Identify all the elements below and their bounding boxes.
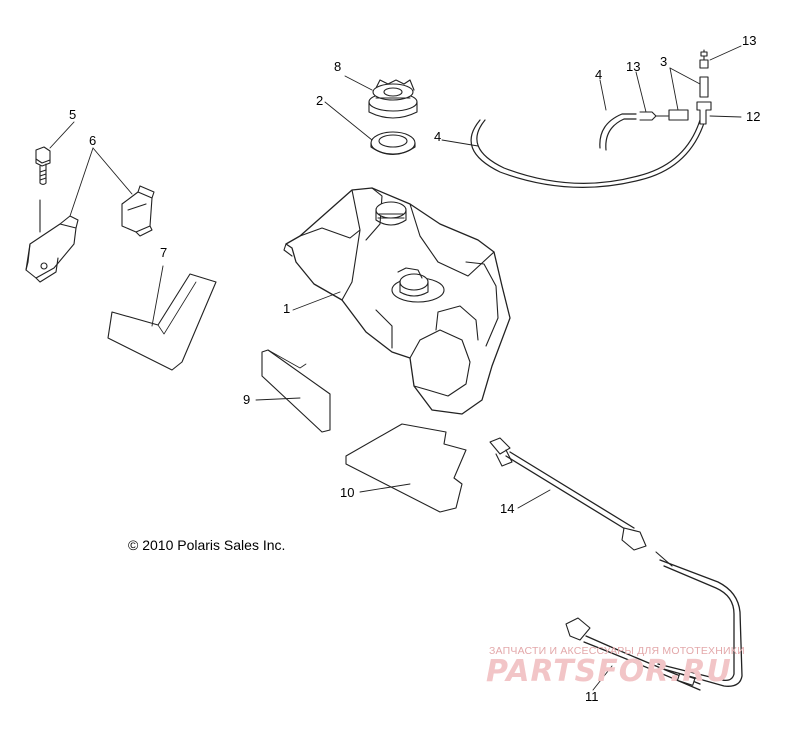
callout-1: 1: [283, 301, 291, 316]
callout-3: 3: [660, 54, 668, 69]
bracket-right-part: [121, 185, 155, 237]
callout-14: 14: [500, 501, 515, 516]
callout-2: 2: [316, 93, 324, 108]
callout-10: 10: [340, 485, 355, 500]
bolt-part: [35, 146, 51, 233]
vent-hose-part: [470, 119, 706, 188]
l-pad-part: [107, 273, 217, 371]
gasket-part: [370, 131, 416, 156]
callout-11: 11: [585, 689, 599, 704]
watermark-logo: PARTSFOR.RU: [486, 654, 732, 689]
callout-4-branch: 4: [595, 67, 603, 82]
callout-7: 7: [160, 245, 168, 260]
side-pad-part: [261, 349, 331, 433]
callout-12: 12: [746, 109, 761, 124]
watermark-tagline: ЗАПЧАСТИ И АКСЕССУАРЫ ДЛЯ МОТОТЕХНИКИ: [489, 645, 745, 657]
copyright-text: © 2010 Polaris Sales Inc.: [128, 537, 286, 553]
fittings-part: [639, 49, 712, 125]
bracket-left-part: [25, 215, 79, 283]
wire-harness-part: [565, 551, 743, 691]
callout-13-right: 13: [742, 33, 757, 48]
callout-6: 6: [89, 133, 97, 148]
callout-5: 5: [69, 107, 77, 122]
leader-lines: [49, 45, 742, 691]
callout-9: 9: [243, 392, 251, 407]
bottom-pad-part: [345, 423, 467, 513]
callout-8: 8: [334, 59, 342, 74]
fuel-line-part: [489, 437, 647, 551]
callout-13-left: 13: [626, 59, 641, 74]
fuel-cap-part: [368, 79, 418, 119]
fuel-tank-part: [283, 187, 511, 415]
callout-4-hose: 4: [434, 129, 442, 144]
